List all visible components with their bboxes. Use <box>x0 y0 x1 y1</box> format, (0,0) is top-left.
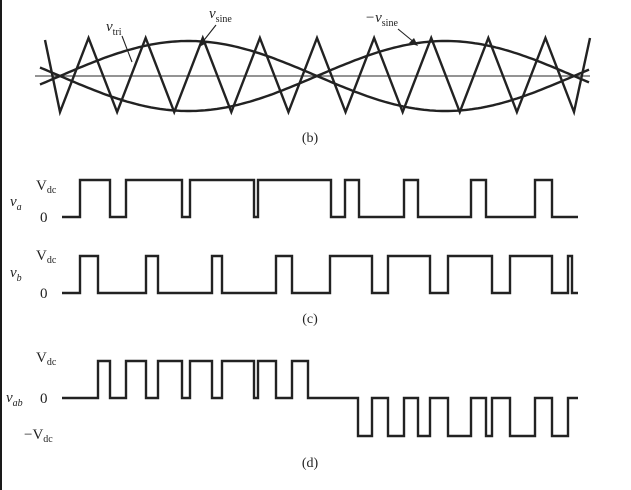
sine-reference-curve <box>39 39 590 113</box>
negative-sine-reference-curve <box>39 39 590 113</box>
leader-vsine-arrowhead <box>199 38 207 47</box>
vb-low-label: 0 <box>40 286 48 302</box>
vab-signal-name: vab <box>6 390 23 409</box>
label-neg-vsine: −vsine <box>365 10 398 29</box>
left-border <box>0 0 2 490</box>
label-vsine: vsine <box>209 6 232 25</box>
leader-neg-vsine-arrowhead <box>409 38 418 46</box>
va-low-label: 0 <box>40 210 48 226</box>
vb-pulse-waveform <box>62 254 578 295</box>
vab-zero-label: 0 <box>40 391 48 407</box>
caption-d: (d) <box>302 456 319 471</box>
vab-low-label: −Vdc <box>24 427 53 445</box>
triangle-carrier-wave <box>43 34 592 117</box>
va-signal-name: va <box>10 194 22 213</box>
panel-c: Vdc va 0 Vdc vb 0 (c) <box>10 178 578 327</box>
va-high-label: Vdc <box>36 178 57 196</box>
vb-high-label: Vdc <box>36 248 57 266</box>
vb-signal-name: vb <box>10 265 22 284</box>
caption-b: (b) <box>302 131 319 146</box>
vab-high-label: Vdc <box>36 350 57 368</box>
caption-c: (c) <box>302 312 318 327</box>
panel-d: Vdc vab 0 −Vdc (d) <box>6 350 578 471</box>
label-vtri: vtri <box>106 19 122 38</box>
panel-b: vtri vsine −vsine (b) <box>35 6 592 146</box>
va-pulse-waveform <box>62 178 578 219</box>
vab-pulse-waveform <box>62 359 578 438</box>
leader-vtri <box>121 35 133 63</box>
